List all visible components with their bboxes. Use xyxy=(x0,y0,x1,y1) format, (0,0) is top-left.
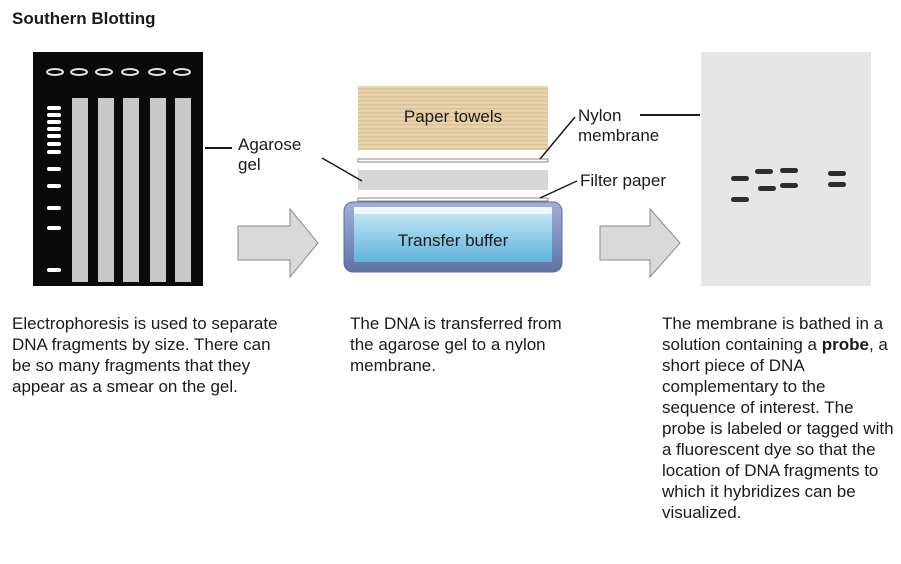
filter-paper xyxy=(357,197,549,202)
filter-paper-label: Filter paper xyxy=(580,171,666,190)
right-arrow-icon xyxy=(599,207,681,279)
page-title: Southern Blotting xyxy=(12,9,156,28)
paper-towels-label: Paper towels xyxy=(403,107,503,126)
caption-electrophoresis: Electrophoresis is used to separate DNA … xyxy=(12,314,278,396)
nylon-membrane-label: Nylon membrane xyxy=(578,106,659,146)
caption-probe-part2: , a short piece of DNA complementary to … xyxy=(662,335,894,522)
nylon-membrane xyxy=(357,158,549,163)
right-arrow-icon xyxy=(237,207,319,279)
agarose-gel-slab xyxy=(358,170,548,190)
transfer-apparatus xyxy=(321,86,578,273)
paper-towels xyxy=(358,86,548,150)
agarose-gel-label-line1: Agarose xyxy=(238,135,302,154)
caption-probe-bold-term: probe xyxy=(821,335,869,354)
gel-smear-lanes xyxy=(72,98,191,282)
gel-wells xyxy=(46,68,191,76)
caption-probe-part1: The membrane is bathed in a solution con… xyxy=(662,314,884,354)
electrophoresis-gel xyxy=(33,52,232,286)
transfer-buffer-label: Transfer buffer xyxy=(397,231,509,250)
hybridized-bands xyxy=(731,168,846,202)
agarose-gel-label: Agarose gel xyxy=(238,135,301,175)
caption-probe: The membrane is bathed in a solution con… xyxy=(662,313,898,523)
probed-membrane xyxy=(640,52,871,286)
nylon-membrane-label-line2: membrane xyxy=(578,126,660,145)
caption-transfer: The DNA is transferred from the agarose … xyxy=(350,314,562,375)
agarose-gel-label-line2: gel xyxy=(238,155,261,174)
transfer-buffer-liquid xyxy=(354,214,552,262)
gel-ladder-bands xyxy=(47,106,61,272)
nylon-membrane-label-line1: Nylon xyxy=(578,106,622,125)
